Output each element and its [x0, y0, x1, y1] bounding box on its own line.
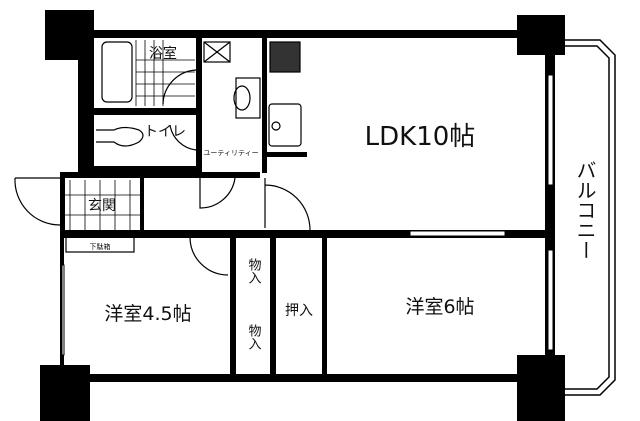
walls	[60, 10, 555, 382]
room-label-closet-1: 物入	[246, 258, 262, 284]
washer-icon	[203, 41, 231, 63]
room-label-shoe-box: 下駄箱	[90, 242, 111, 251]
toilet-door-swing	[169, 124, 197, 151]
washbasin-counter	[235, 77, 261, 119]
shoe-box	[65, 236, 135, 253]
bath-door-swing	[162, 69, 197, 105]
room-label-closet-2: 物入	[246, 324, 262, 350]
room-label-toilet: トイレ	[144, 124, 186, 140]
balcony	[555, 39, 616, 396]
toilet-icon	[96, 126, 144, 147]
room-label-western-large: 洋室6帖	[405, 296, 474, 318]
utility-door-swing	[199, 177, 236, 209]
front-door-swing	[14, 177, 61, 226]
room-label-western-small: 洋室4.5帖	[104, 303, 191, 325]
room-label-ldk: LDK10帖	[365, 122, 476, 152]
washbasin-icon	[233, 85, 251, 111]
room-door-swing	[189, 237, 229, 276]
entrance-tile-grid	[65, 180, 140, 232]
columns	[40, 10, 565, 421]
room-label-oshiire: 押入	[285, 303, 313, 319]
ldk-door-swing	[264, 178, 311, 231]
fixtures	[14, 40, 311, 276]
room-label-bath: 浴室	[149, 45, 177, 62]
room-label-balcony: バルコニー	[573, 160, 597, 260]
room-label-entrance: 玄関	[88, 197, 116, 214]
windows	[61, 74, 554, 356]
stove-icon	[269, 41, 301, 73]
sink-icon	[268, 103, 302, 147]
bathtub-icon	[101, 41, 133, 103]
room-label-utility: ユーティリティー	[203, 149, 258, 157]
